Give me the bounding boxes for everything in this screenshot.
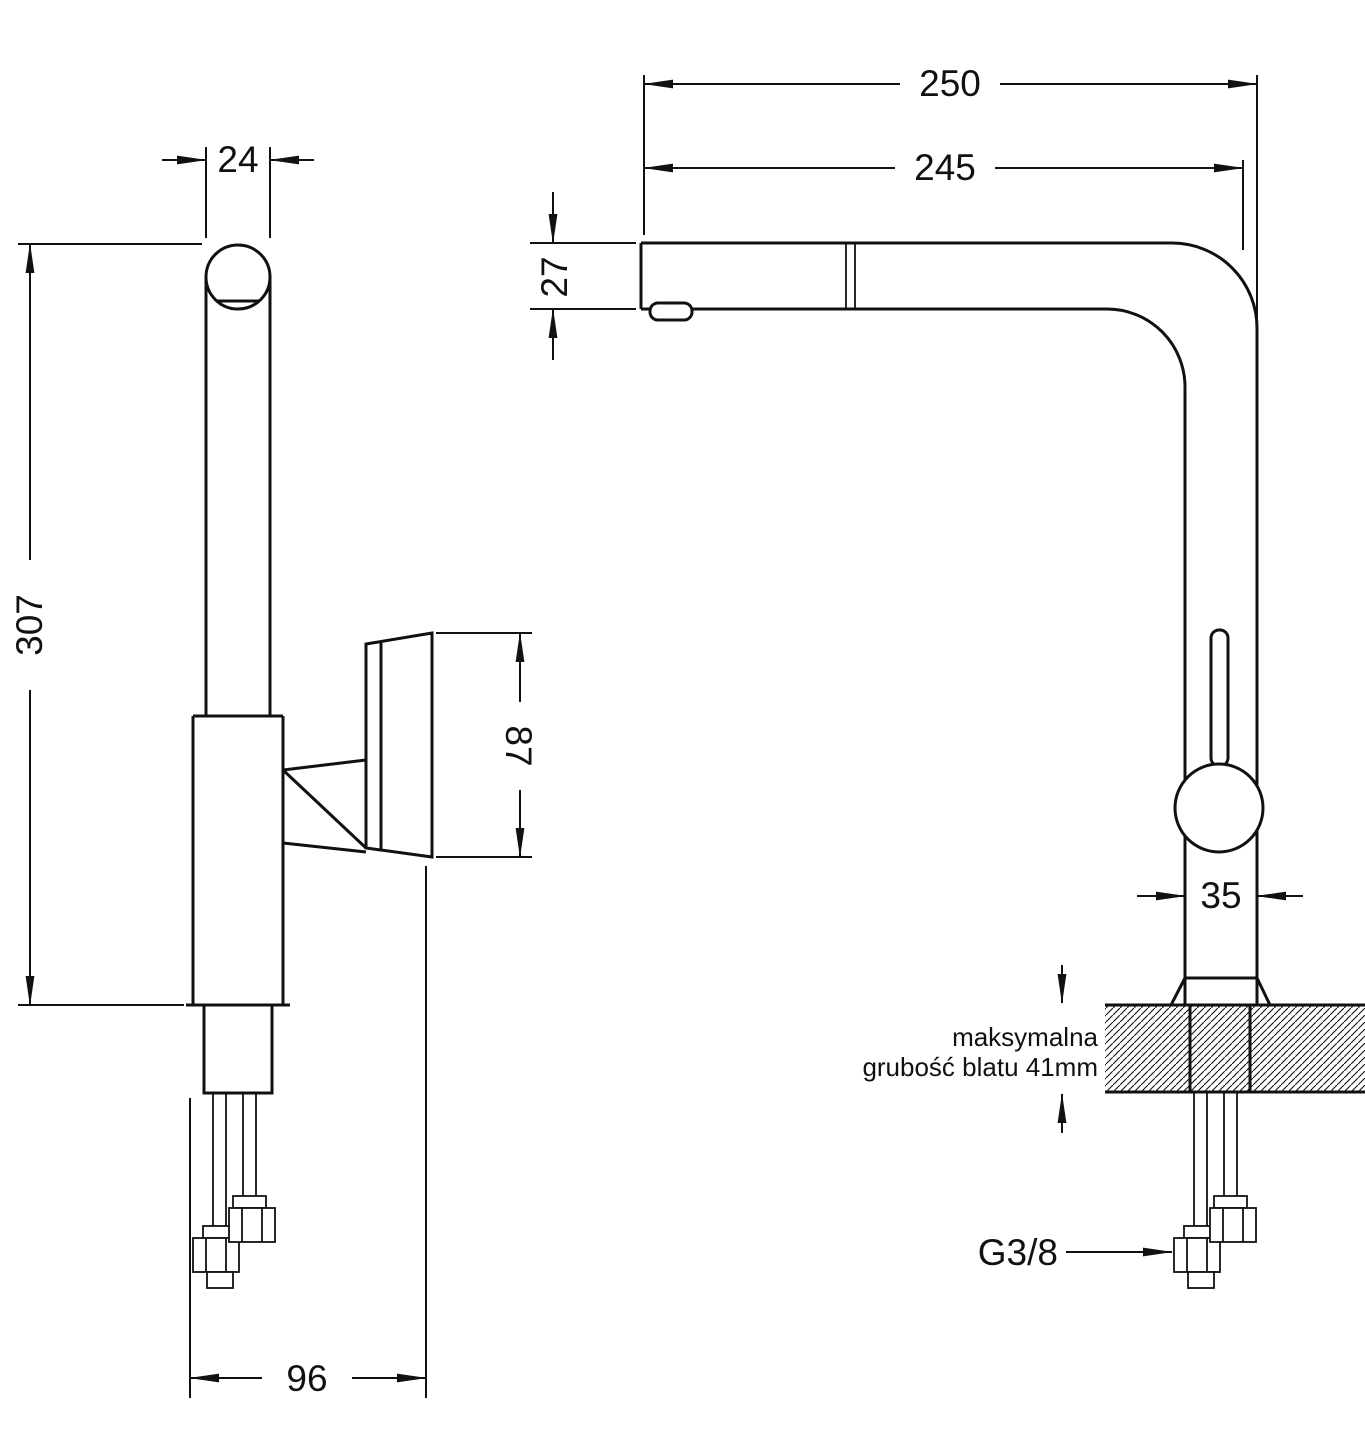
countertop-note-line2: grubość blatu 41mm bbox=[862, 1052, 1098, 1082]
front-washer-right bbox=[1213, 1195, 1248, 1209]
side-extension-lines bbox=[18, 147, 532, 1398]
dim-spout-height-label: 27 bbox=[534, 256, 575, 297]
front-hose-cap-left bbox=[1187, 1271, 1215, 1289]
front-view bbox=[639, 241, 1365, 1289]
front-extension-lines bbox=[530, 75, 1258, 320]
side-stud-right bbox=[242, 1092, 257, 1209]
dim-body-diameter-label: 35 bbox=[1200, 875, 1241, 916]
front-hex-nut-right bbox=[1209, 1207, 1257, 1243]
front-hex-nut-right-facets bbox=[1222, 1208, 1244, 1242]
side-view bbox=[186, 243, 434, 1289]
front-spout-inner bbox=[641, 307, 1187, 1005]
front-spray-outlet bbox=[648, 301, 694, 322]
front-stud-right bbox=[1223, 1091, 1238, 1209]
side-hex-nut-right-facets bbox=[241, 1208, 263, 1242]
front-dimensions: 250 245 27 35 maksymalna grubość blatu 4… bbox=[530, 63, 1303, 1273]
side-hex-nut-left bbox=[192, 1237, 240, 1273]
front-base-flare bbox=[1169, 976, 1272, 1006]
dim-spout-reach-label: 245 bbox=[914, 147, 976, 188]
dim-total-height-label: 307 bbox=[9, 594, 50, 656]
countertop-section bbox=[1105, 1003, 1365, 1094]
side-mounting-hardware bbox=[192, 1092, 276, 1289]
side-hex-nut-right bbox=[228, 1207, 276, 1243]
dim-base-depth-label: 96 bbox=[286, 1358, 327, 1399]
side-washer-right bbox=[232, 1195, 267, 1209]
side-spout-bend bbox=[204, 243, 272, 311]
dim-total-reach-label: 250 bbox=[919, 63, 981, 104]
side-threaded-shank bbox=[202, 1003, 274, 1095]
front-handle-ball bbox=[1173, 762, 1265, 854]
front-stud-left bbox=[1193, 1091, 1208, 1239]
front-pullout-seam bbox=[845, 243, 856, 309]
side-handle-connector bbox=[281, 758, 368, 854]
front-spout-outer bbox=[641, 241, 1259, 1005]
front-hex-nut-left bbox=[1173, 1237, 1221, 1273]
side-body-outline bbox=[186, 277, 290, 1007]
side-hex-nut-left-facets bbox=[205, 1238, 227, 1272]
countertop-note-line1: maksymalna bbox=[952, 1022, 1098, 1052]
front-hex-nut-left-facets bbox=[1186, 1238, 1208, 1272]
dim-handle-length-label: 87 bbox=[498, 725, 539, 766]
side-dimensions: 24 307 87 96 bbox=[9, 139, 539, 1399]
side-handle-lever bbox=[364, 631, 434, 859]
dim-spout-tube-width-label: 24 bbox=[217, 139, 258, 180]
countertop-hatch bbox=[1105, 1005, 1365, 1092]
front-handle-pin bbox=[1209, 628, 1230, 768]
side-hose-cap-left bbox=[206, 1271, 234, 1289]
side-stud-left bbox=[212, 1092, 227, 1239]
thread-size-label: G3/8 bbox=[978, 1232, 1058, 1273]
front-mounting-hardware bbox=[1173, 1091, 1257, 1289]
